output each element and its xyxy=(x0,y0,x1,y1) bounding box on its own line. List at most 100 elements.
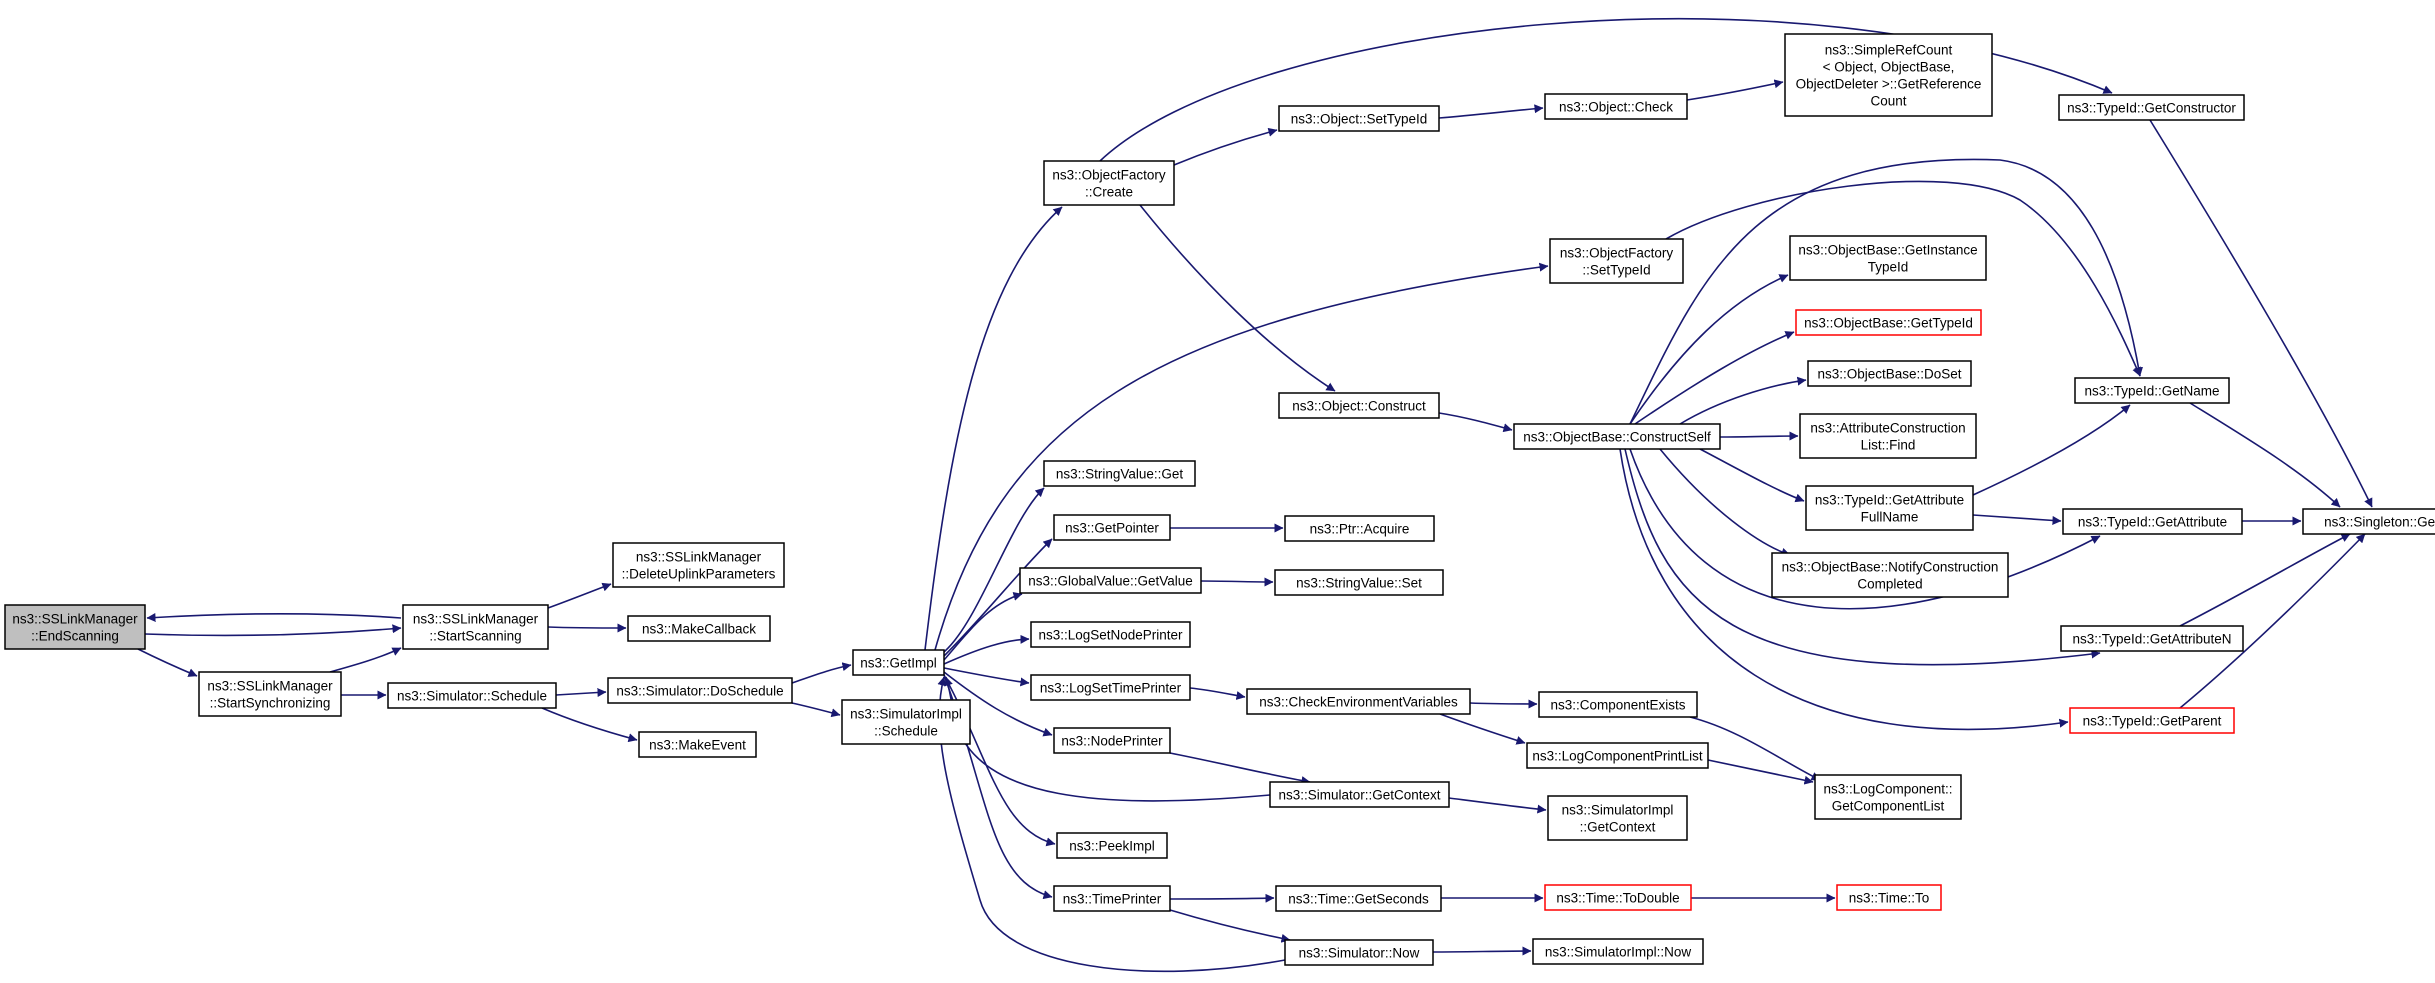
node-singleton-get[interactable]: ns3::Singleton::Get xyxy=(2302,508,2435,535)
node-typeid-getconstructor[interactable]: ns3::TypeId::GetConstructor xyxy=(2058,94,2245,121)
node-ssl-start-sync[interactable]: ns3::SSLinkManager::StartSynchronizing xyxy=(198,671,342,717)
node-label: ns3::Simulator::GetContext xyxy=(1278,788,1440,803)
node-obj-factory-settypeid[interactable]: ns3::ObjectFactory::SetTypeId xyxy=(1549,238,1684,284)
node-log-component-getlist[interactable]: ns3::LogComponent::GetComponentList xyxy=(1814,774,1962,820)
node-box xyxy=(4,604,146,650)
edge-obj-set-typeid-to-obj-check xyxy=(1438,104,1544,119)
edge-ssl-end-to-ssl-start-sync xyxy=(137,648,198,677)
node-label: ns3::NodePrinter xyxy=(1061,734,1163,749)
node-box xyxy=(841,699,971,745)
node-box xyxy=(1544,884,1692,911)
node-label: ns3::SSLinkManager xyxy=(636,550,762,565)
node-label: GetComponentList xyxy=(1832,799,1945,814)
node-component-exists[interactable]: ns3::ComponentExists xyxy=(1538,691,1698,718)
node-make-callback[interactable]: ns3::MakeCallback xyxy=(627,615,771,642)
node-box xyxy=(1053,885,1171,912)
node-obj-construct[interactable]: ns3::Object::Construct xyxy=(1278,392,1440,419)
node-box xyxy=(1532,938,1704,965)
node-log-set-node-printer[interactable]: ns3::LogSetNodePrinter xyxy=(1030,621,1191,648)
node-objbase-gettypeid[interactable]: ns3::ObjectBase::GetTypeId xyxy=(1795,309,1982,336)
node-peek-impl[interactable]: ns3::PeekImpl xyxy=(1056,832,1168,859)
node-label: ns3::TypeId::GetAttributeN xyxy=(2072,632,2231,647)
node-log-component-printlist[interactable]: ns3::LogComponentPrintList xyxy=(1526,742,1709,769)
node-objbase-constructself[interactable]: ns3::ObjectBase::ConstructSelf xyxy=(1513,423,1721,450)
node-objbase-notify[interactable]: ns3::ObjectBase::NotifyConstructionCompl… xyxy=(1771,552,2009,598)
node-obj-check[interactable]: ns3::Object::Check xyxy=(1544,93,1688,120)
node-simimpl-now[interactable]: ns3::SimulatorImpl::Now xyxy=(1532,938,1704,965)
node-box xyxy=(1030,674,1191,701)
node-typeid-getattribute[interactable]: ns3::TypeId::GetAttribute xyxy=(2062,508,2243,535)
node-label: ns3::SimulatorImpl xyxy=(850,707,962,722)
edge-time-printer-to-sim-now xyxy=(1169,909,1291,943)
node-obj-set-typeid[interactable]: ns3::Object::SetTypeId xyxy=(1278,105,1440,132)
edge-sim-get-context-to-simimpl-getcontext xyxy=(1448,797,1547,814)
node-label: ns3::Object::Check xyxy=(1559,100,1673,115)
node-box xyxy=(1836,884,1942,911)
node-ssl-end[interactable]: ns3::SSLinkManager::EndScanning xyxy=(4,604,146,650)
edge-get-impl-to-obj-factory-create xyxy=(924,206,1063,651)
node-box xyxy=(1278,105,1440,132)
node-global-value-get[interactable]: ns3::GlobalValue::GetValue xyxy=(1019,567,1202,594)
node-ssl-start-scan[interactable]: ns3::SSLinkManager::StartScanning xyxy=(402,604,549,650)
node-box xyxy=(2074,377,2230,404)
node-typeid-getname[interactable]: ns3::TypeId::GetName xyxy=(2074,377,2230,404)
edge-objbase-constructself-to-typeid-getattribute xyxy=(1629,448,2101,610)
node-time-todouble[interactable]: ns3::Time::ToDouble xyxy=(1544,884,1692,911)
node-get-pointer[interactable]: ns3::GetPointer xyxy=(1053,514,1171,541)
node-ssl-delete[interactable]: ns3::SSLinkManager::DeleteUplinkParamete… xyxy=(612,542,785,588)
node-time-printer[interactable]: ns3::TimePrinter xyxy=(1053,885,1171,912)
edge-typeid-getconstructor-to-singleton-get xyxy=(2149,119,2373,508)
node-make-event[interactable]: ns3::MakeEvent xyxy=(638,731,757,758)
node-sim-doschedule[interactable]: ns3::Simulator::DoSchedule xyxy=(607,677,793,704)
node-log-set-time-printer[interactable]: ns3::LogSetTimePrinter xyxy=(1030,674,1191,701)
node-node-printer[interactable]: ns3::NodePrinter xyxy=(1053,727,1171,754)
node-box xyxy=(1547,795,1688,841)
node-sim-schedule[interactable]: ns3::Simulator::Schedule xyxy=(387,682,557,709)
node-label: ns3::Simulator::Now xyxy=(1299,946,1420,961)
node-simimpl-schedule[interactable]: ns3::SimulatorImpl::Schedule xyxy=(841,699,971,745)
node-time-get-seconds[interactable]: ns3::Time::GetSeconds xyxy=(1275,885,1442,912)
edge-obj-check-to-simple-refcount xyxy=(1686,79,1784,101)
node-sim-get-context[interactable]: ns3::Simulator::GetContext xyxy=(1269,781,1450,808)
node-box xyxy=(627,615,771,642)
node-string-value-set[interactable]: ns3::StringValue::Set xyxy=(1274,569,1444,596)
node-check-env[interactable]: ns3::CheckEnvironmentVariables xyxy=(1246,688,1471,715)
edge-obj-factory-settypeid-to-typeid-getname xyxy=(1665,180,2141,377)
node-sim-now[interactable]: ns3::Simulator::Now xyxy=(1284,939,1434,966)
node-box xyxy=(1544,93,1688,120)
edge-sim-schedule-to-sim-doschedule xyxy=(555,688,607,697)
edge-ssl-start-scan-to-ssl-delete xyxy=(547,582,612,609)
node-get-impl[interactable]: ns3::GetImpl xyxy=(852,649,945,676)
node-box xyxy=(2058,94,2245,121)
node-typeid-getattributen[interactable]: ns3::TypeId::GetAttributeN xyxy=(2060,625,2244,652)
node-simple-refcount[interactable]: ns3::SimpleRefCount< Object, ObjectBase,… xyxy=(1784,33,1993,117)
node-obj-factory-create[interactable]: ns3::ObjectFactory::Create xyxy=(1043,160,1175,206)
node-label: ns3::SimulatorImpl::Now xyxy=(1545,945,1692,960)
edge-obj-factory-create-to-obj-set-typeid xyxy=(1173,127,1278,166)
node-simimpl-getcontext[interactable]: ns3::SimulatorImpl::GetContext xyxy=(1547,795,1688,841)
node-label: ns3::SSLinkManager xyxy=(207,679,333,694)
node-label: ns3::ObjectBase::ConstructSelf xyxy=(1523,430,1711,445)
node-ptr-acquire[interactable]: ns3::Ptr::Acquire xyxy=(1284,515,1435,542)
edge-time-printer-to-time-get-seconds xyxy=(1169,893,1275,903)
node-time-to[interactable]: ns3::Time::To xyxy=(1836,884,1942,911)
node-label: ns3::LogSetNodePrinter xyxy=(1038,628,1183,643)
node-label: ns3::LogSetTimePrinter xyxy=(1040,681,1182,696)
node-box xyxy=(1805,485,1974,531)
node-label: ns3::GetImpl xyxy=(860,656,937,671)
edge-typeid-getattrfullname-to-typeid-getname xyxy=(1972,404,2131,496)
node-typeid-getparent[interactable]: ns3::TypeId::GetParent xyxy=(2069,707,2235,734)
node-box xyxy=(2062,508,2243,535)
edge-typeid-getattrfullname-to-typeid-getattribute xyxy=(1972,514,2062,525)
edge-ssl-start-sync-to-ssl-start-scan xyxy=(329,647,402,673)
node-label: ns3::MakeCallback xyxy=(642,622,756,637)
node-string-value-get[interactable]: ns3::StringValue::Get xyxy=(1043,460,1196,487)
node-label: ns3::Object::SetTypeId xyxy=(1291,112,1428,127)
node-label: ns3::MakeEvent xyxy=(649,738,746,753)
edge-objbase-constructself-to-typeid-getattributen xyxy=(1624,448,2101,666)
node-objbase-doset[interactable]: ns3::ObjectBase::DoSet xyxy=(1807,360,1972,387)
node-label: TypeId xyxy=(1868,260,1909,275)
